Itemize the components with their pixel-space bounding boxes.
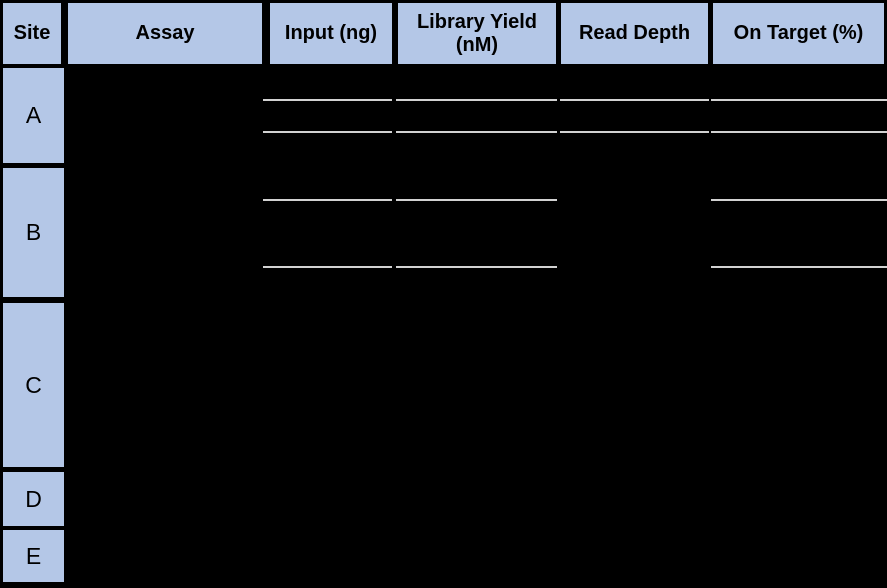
- column-header-library-yield: Library Yield (nM): [398, 3, 556, 64]
- subrow-divider-line: [711, 266, 887, 268]
- subrow-divider-line: [396, 266, 557, 268]
- subrow-divider-line: [711, 131, 887, 133]
- column-header-read-depth: Read Depth: [561, 3, 708, 64]
- site-cell-a: A: [3, 68, 64, 163]
- column-header-site: Site: [3, 3, 61, 64]
- subrow-divider-line: [396, 131, 557, 133]
- subrow-divider-line: [263, 131, 392, 133]
- site-cell-c: C: [3, 303, 64, 467]
- subrow-divider-line: [263, 266, 392, 268]
- column-header-input-ng: Input (ng): [270, 3, 392, 64]
- subrow-divider-line: [396, 199, 557, 201]
- subrow-divider-line: [263, 199, 392, 201]
- subrow-divider-line: [263, 99, 392, 101]
- subrow-divider-line: [560, 131, 709, 133]
- subrow-divider-line: [711, 99, 887, 101]
- subrow-divider-line: [396, 99, 557, 101]
- column-header-assay: Assay: [68, 3, 262, 64]
- column-header-on-target: On Target (%): [713, 3, 884, 64]
- site-cell-d: D: [3, 472, 64, 526]
- subrow-divider-line: [560, 99, 709, 101]
- site-cell-b: B: [3, 168, 64, 297]
- site-cell-e: E: [3, 530, 64, 582]
- subrow-divider-line: [711, 199, 887, 201]
